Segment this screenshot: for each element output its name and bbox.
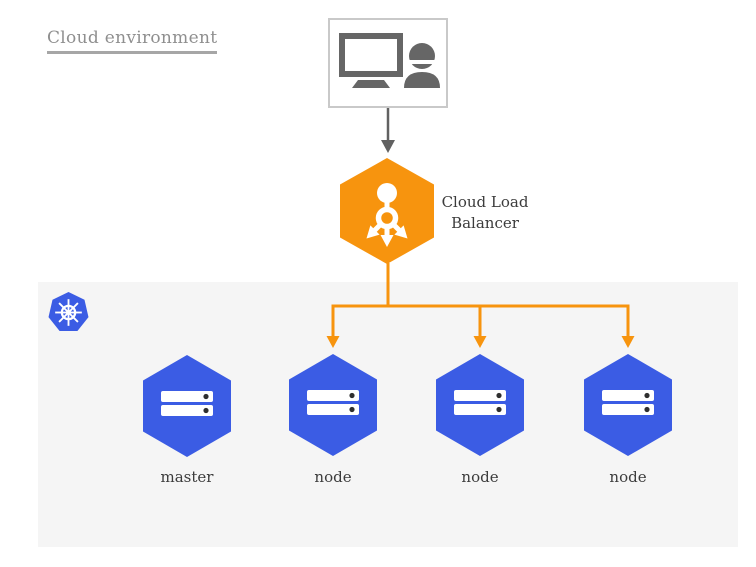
monitor-icon <box>339 33 403 77</box>
server-icon <box>454 390 506 415</box>
worker-node-hexagon <box>584 354 672 456</box>
server-icon <box>307 390 359 415</box>
arrow-down-orange-icon <box>621 336 635 348</box>
load-balancer-label-line2: Balancer <box>451 214 519 232</box>
server-icon <box>161 391 213 416</box>
arrow-down-gray-icon <box>381 108 395 153</box>
worker-node-label: node <box>314 468 352 486</box>
kubernetes-logo-icon <box>48 292 89 331</box>
load-balancer-label-line1: Cloud Load <box>441 193 529 211</box>
worker-node-hexagon <box>436 354 524 456</box>
arrow-down-orange-icon <box>326 336 340 348</box>
worker-node-label: node <box>461 468 499 486</box>
monitor-stand-icon <box>352 80 390 88</box>
lb-to-nodes-connector <box>326 263 635 348</box>
worker-node-hexagon <box>289 354 377 456</box>
workstation-user-icon <box>339 33 440 88</box>
server-icon <box>602 390 654 415</box>
client-workstation-box <box>328 18 448 108</box>
load-balancer-label: Cloud Load Balancer <box>432 192 538 234</box>
load-balancer-hexagon <box>340 158 434 264</box>
diagram-title: Cloud environment <box>47 28 218 54</box>
load-balancer-icon <box>366 183 408 247</box>
worker-node-label: node <box>609 468 647 486</box>
arrow-down-orange-icon <box>473 336 487 348</box>
person-icon <box>404 43 440 88</box>
master-node-label: master <box>160 468 214 486</box>
master-node-hexagon <box>143 355 231 457</box>
